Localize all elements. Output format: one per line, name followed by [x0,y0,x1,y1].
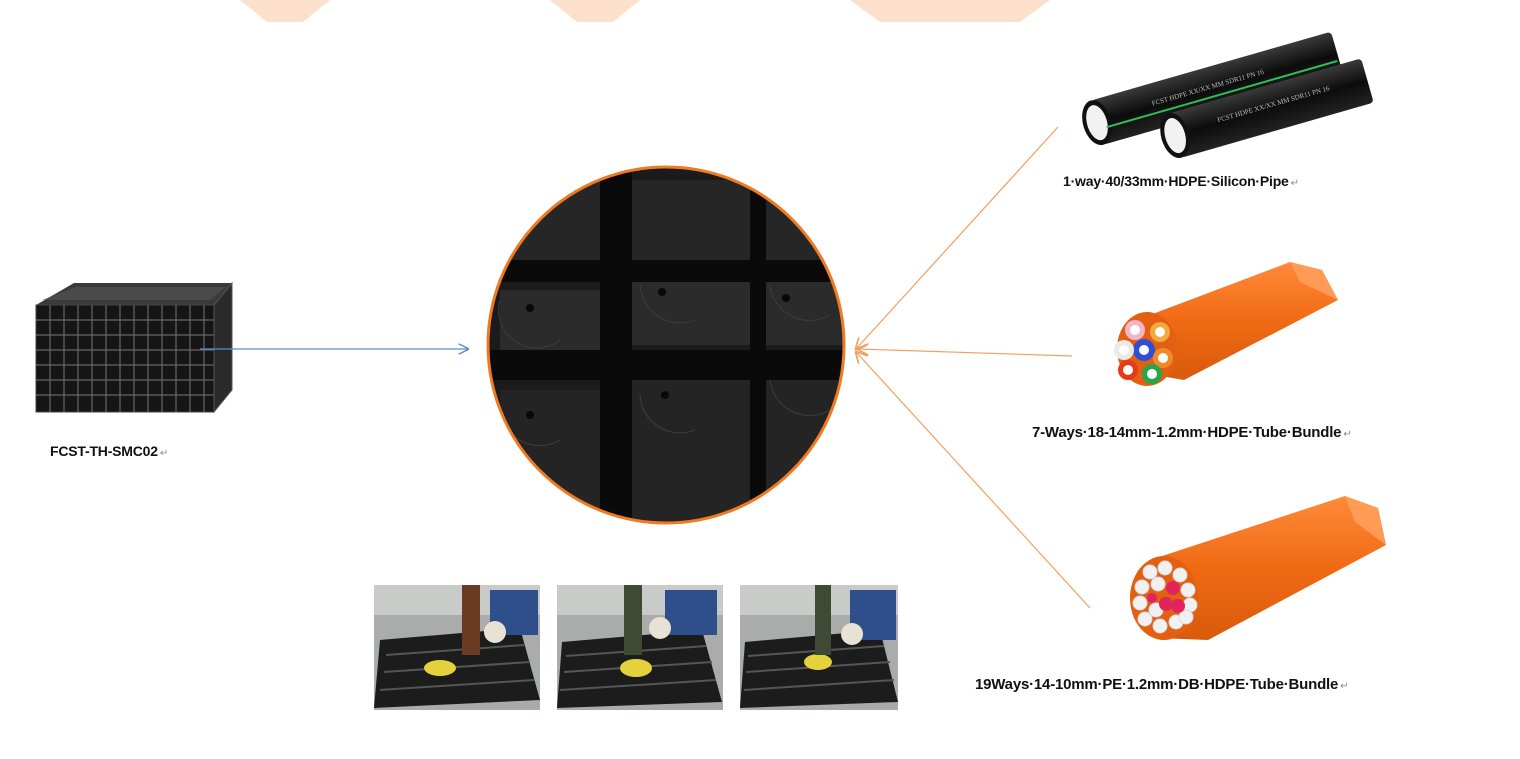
7-way-tube-bundle-icon [1114,262,1338,386]
pipe-to-detail-connectors [856,126,1091,609]
pipe-1-label-text: 1·way·40/33mm·HDPE·Silicon·Pipe [1063,173,1289,189]
pipe-1-label: 1·way·40/33mm·HDPE·Silicon·Pipe↵ [1063,173,1299,189]
cable-trough-box-icon [35,281,233,414]
installation-photo-3 [740,585,898,710]
product-label: FCST-TH-SMC02↵ [50,443,168,459]
paragraph-mark: ↵ [1340,681,1349,692]
pipe-3-label-text: 19Ways·14-10mm·PE·1.2mm·DB·HDPE·Tube·Bun… [975,676,1339,693]
trough-grid-closeup [486,165,846,525]
paragraph-mark: ↵ [159,448,169,459]
installation-photo-1 [374,585,540,710]
product-label-text: FCST-TH-SMC02 [50,443,158,459]
pipe-2-label-text: 7-Ways·18-14mm-1.2mm·HDPE·Tube·Bundle [1032,424,1342,441]
top-decor-shape-1 [240,0,330,22]
pipe-3-label: 19Ways·14-10mm·PE·1.2mm·DB·HDPE·Tube·Bun… [975,676,1349,693]
paragraph-mark: ↵ [1343,429,1352,440]
19-way-tube-bundle-icon [1130,496,1386,640]
paragraph-mark: ↵ [1290,178,1299,189]
installation-photo-2 [557,585,723,710]
top-decor-shape-3 [850,0,1050,22]
top-decor-shape-2 [550,0,640,22]
silicon-pipe-icon: FCST HDPE XX/XX MM SDR11 PN 16 FCST HDPE… [1082,32,1373,159]
drilling-installation-photos [374,585,898,710]
pipe-2-label: 7-Ways·18-14mm-1.2mm·HDPE·Tube·Bundle↵ [1032,424,1352,441]
